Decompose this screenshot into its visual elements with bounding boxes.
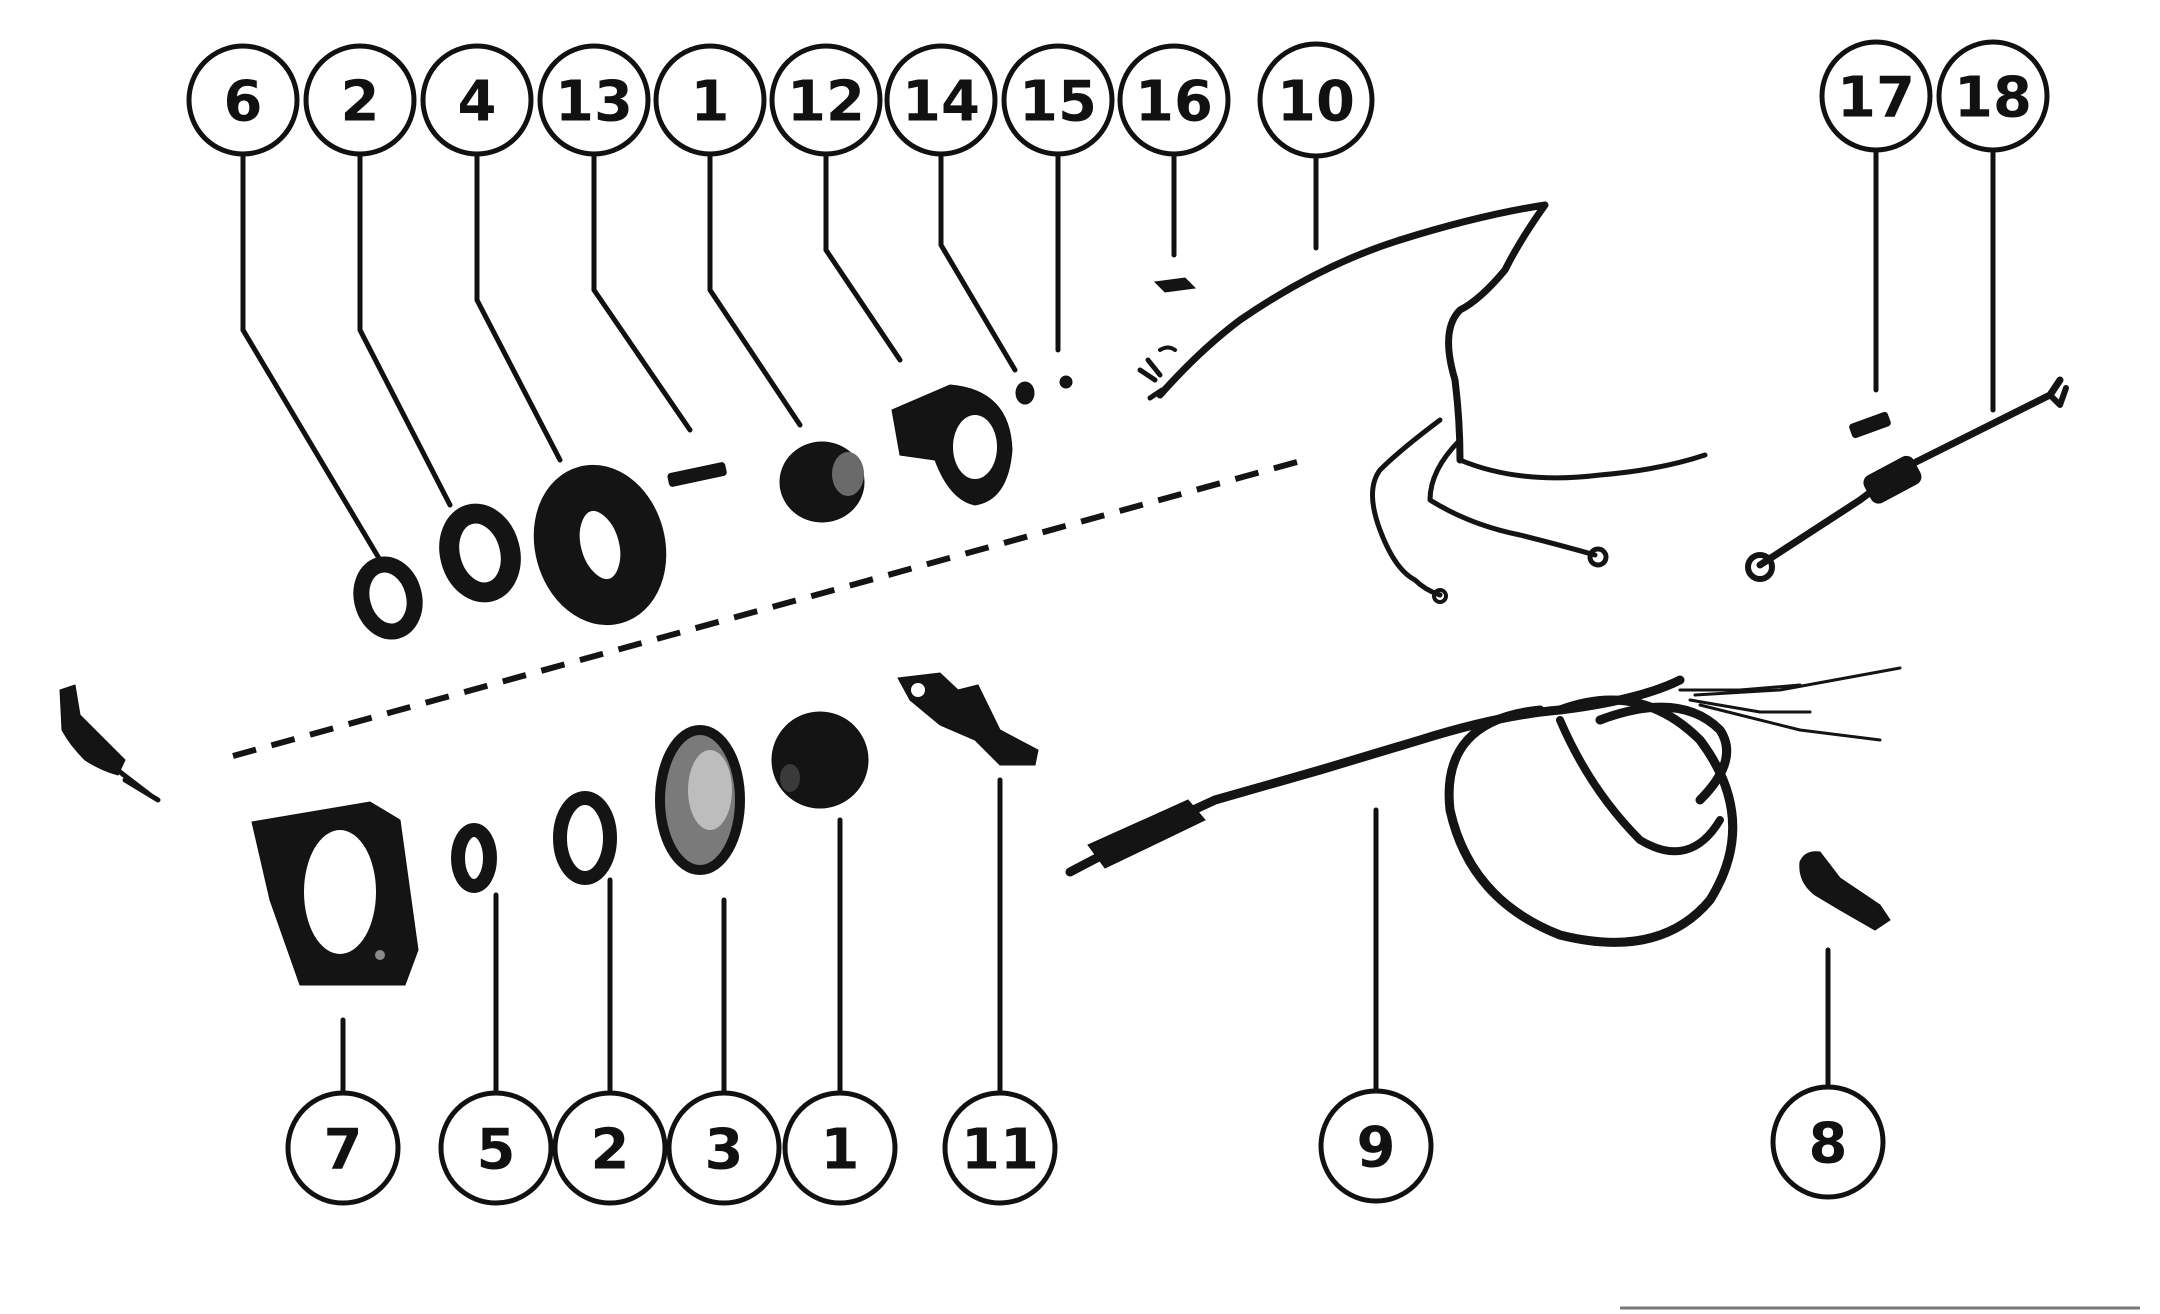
svg-text:1: 1 <box>821 1118 860 1183</box>
callouts-bottom: 7 5 2 3 1 11 9 8 <box>285 1084 1886 1206</box>
callout-18: 18 <box>1936 39 2050 153</box>
leaders-bottom <box>340 777 1831 1096</box>
callout-1-top: 1 <box>653 43 767 157</box>
callout-7: 7 <box>285 1090 401 1206</box>
part-15-ball <box>1059 375 1073 389</box>
part-7-mounting-plate <box>251 801 419 986</box>
svg-text:3: 3 <box>705 1118 744 1183</box>
svg-text:1: 1 <box>691 70 730 135</box>
callout-9: 9 <box>1318 1088 1434 1204</box>
part-9-power-cord <box>1065 666 1902 947</box>
callouts-top: 6 2 4 13 1 12 14 15 16 10 17 18 <box>186 39 2050 159</box>
svg-text:18: 18 <box>1954 66 2032 131</box>
callout-1-bottom: 1 <box>782 1090 898 1206</box>
part-lamp-socket-left <box>59 684 161 803</box>
part-2-washer-top <box>439 503 521 603</box>
callout-2-bottom: 2 <box>552 1090 668 1206</box>
callout-5: 5 <box>438 1090 554 1206</box>
leaders-top <box>240 147 1996 563</box>
svg-text:12: 12 <box>787 70 865 135</box>
part-18-fused-cable <box>1745 376 2069 582</box>
part-4-grommet <box>533 464 667 626</box>
assembly-axis-line <box>232 459 1298 759</box>
svg-text:15: 15 <box>1019 70 1097 135</box>
part-16-clip <box>1153 277 1197 293</box>
svg-text:17: 17 <box>1837 66 1915 131</box>
callout-14: 14 <box>884 43 998 157</box>
part-5-nut <box>451 823 497 893</box>
svg-text:5: 5 <box>477 1118 516 1183</box>
callout-4: 4 <box>420 43 534 157</box>
svg-text:13: 13 <box>555 70 633 135</box>
callout-15: 15 <box>1001 43 1115 157</box>
svg-text:7: 7 <box>324 1118 363 1183</box>
part-17-pin <box>1849 411 1891 439</box>
callout-8: 8 <box>1770 1084 1886 1200</box>
callout-16: 16 <box>1117 43 1231 157</box>
part-8-terminal-clip <box>1799 851 1891 931</box>
svg-text:10: 10 <box>1277 70 1355 135</box>
callout-11: 11 <box>942 1090 1058 1206</box>
svg-text:9: 9 <box>1357 1116 1396 1181</box>
callout-6: 6 <box>186 43 300 157</box>
part-13-pin <box>667 462 727 487</box>
svg-text:4: 4 <box>458 70 497 135</box>
part-2-washer-bottom <box>553 791 617 885</box>
part-14-ball <box>1015 381 1035 405</box>
part-1-knob-bottom <box>771 711 869 809</box>
callout-3: 3 <box>666 1090 782 1206</box>
part-12-bezel <box>891 384 1013 506</box>
callout-17: 17 <box>1819 39 1933 153</box>
callout-13: 13 <box>537 43 651 157</box>
svg-text:2: 2 <box>591 1118 630 1183</box>
part-1-knob-top <box>779 441 865 523</box>
svg-text:8: 8 <box>1809 1112 1848 1177</box>
svg-text:16: 16 <box>1135 70 1213 135</box>
part-11-bracket <box>897 672 1039 766</box>
svg-text:11: 11 <box>961 1118 1039 1183</box>
svg-text:6: 6 <box>224 70 263 135</box>
svg-text:2: 2 <box>341 70 380 135</box>
part-3-lens <box>655 725 745 875</box>
callout-2-top: 2 <box>303 43 417 157</box>
part-10-wire-harness <box>1137 201 1708 604</box>
callout-10: 10 <box>1257 41 1375 159</box>
svg-text:14: 14 <box>902 70 980 135</box>
part-6-washer <box>353 556 423 640</box>
callout-12: 12 <box>769 43 883 157</box>
